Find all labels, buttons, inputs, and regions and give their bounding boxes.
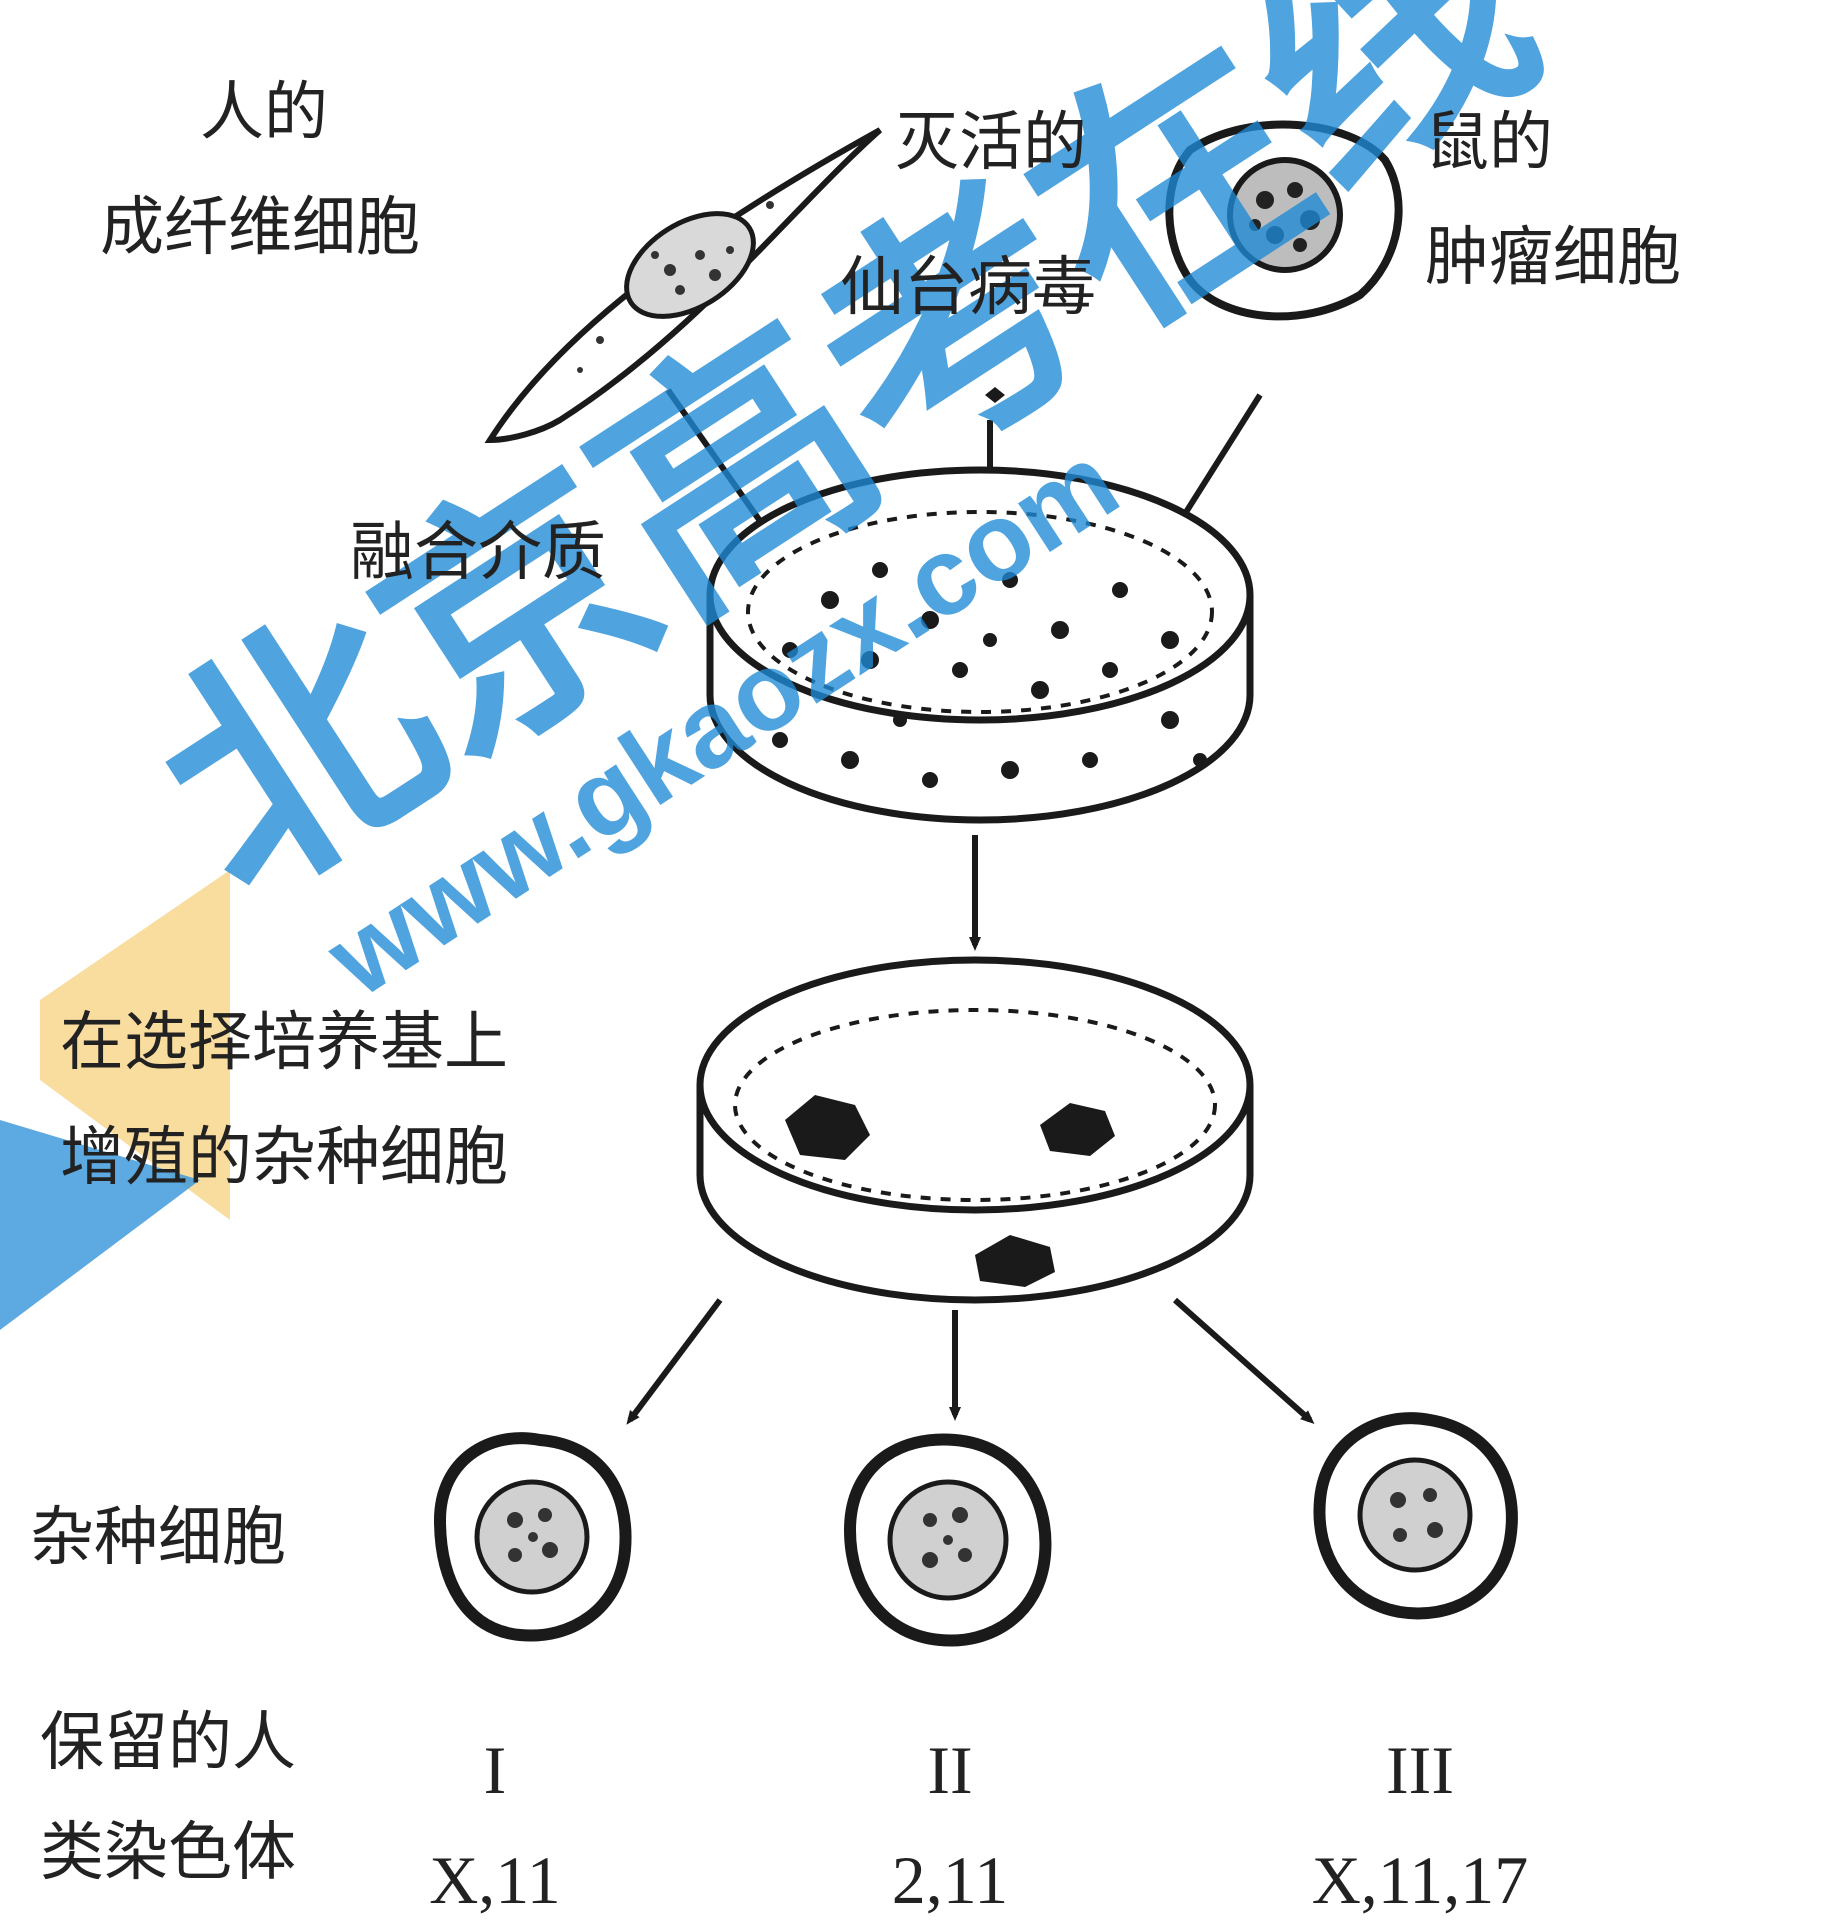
hybrid-cell-2 — [843, 1433, 1052, 1647]
label-virus-line1: 灭活的 — [895, 106, 1087, 180]
mouse-tumor-cell — [1165, 120, 1403, 321]
virus-particle — [985, 387, 1005, 403]
label-hybrid-cells: 杂种细胞 — [30, 1501, 286, 1575]
arrow-to-hybrid-1 — [626, 1298, 723, 1425]
fusion-dish — [706, 466, 1254, 824]
watermark-yellow-chevron — [40, 870, 230, 1220]
hybrid-1-chromosomes: X,11 — [429, 1842, 561, 1918]
label-mouse-cell-line1: 鼠的 — [1425, 106, 1553, 180]
hybrid-cell-1 — [433, 1432, 632, 1642]
hybrid-cell-3 — [1313, 1412, 1518, 1620]
label-selection-line2: 增殖的杂种细胞 — [60, 1121, 508, 1195]
colony-3 — [975, 1235, 1055, 1287]
hybrid-3-chromosomes: X,11,17 — [1311, 1842, 1529, 1918]
label-mouse-cell-line2: 肿瘤细胞 — [1425, 221, 1681, 295]
label-retained-line1: 保留的人 — [40, 1706, 296, 1780]
label-virus-line2: 仙台病毒 — [840, 251, 1096, 325]
label-human-cell-line2: 成纤维细胞 — [100, 191, 420, 265]
watermark-blue-chevron — [0, 1120, 200, 1330]
colony-2 — [1040, 1103, 1115, 1156]
colony-1 — [785, 1095, 870, 1160]
selection-dish — [696, 956, 1254, 1304]
watermark-shapes — [0, 870, 230, 1330]
arrow-to-hybrid-3 — [1173, 1297, 1315, 1424]
hybrid-3-numeral: III — [1386, 1732, 1454, 1808]
label-fusion-medium: 融合介质 — [350, 516, 606, 590]
label-human-cell-line1: 人的 — [200, 76, 328, 150]
hybrid-2-chromosomes: 2,11 — [891, 1842, 1009, 1918]
hybrid-2-numeral: II — [927, 1732, 973, 1808]
label-retained-line2: 类染色体 — [40, 1816, 296, 1890]
fibroblast-cell — [484, 127, 882, 444]
hybrid-1-numeral: I — [483, 1732, 507, 1808]
label-selection-line1: 在选择培养基上 — [60, 1006, 508, 1080]
